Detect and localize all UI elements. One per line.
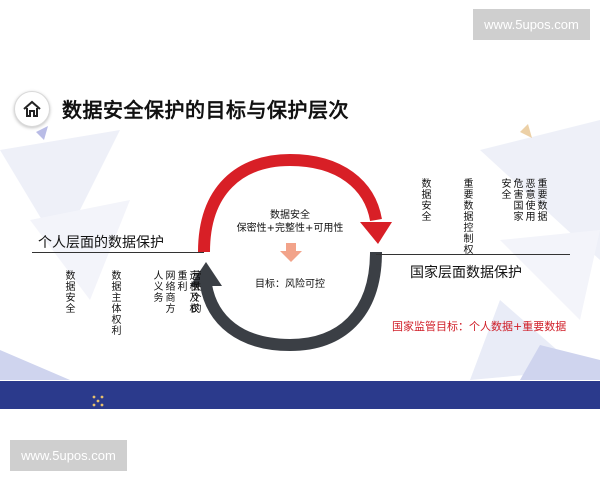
home-button[interactable]: [14, 91, 50, 127]
dark-cycle-arrow: [200, 251, 382, 352]
dark-arrowhead: [190, 262, 222, 286]
national-item-2: 重要数据控制权: [461, 178, 472, 255]
red-cycle-arrow: [198, 153, 382, 253]
national-heading: 国家层面数据保护: [410, 265, 522, 281]
national-item-1: 数据安全: [419, 178, 430, 222]
pink-arrow-stem: [286, 243, 296, 251]
pink-arrow-head: [280, 251, 302, 262]
dots-decoration: [92, 395, 104, 407]
red-arrowhead: [360, 222, 392, 244]
watermark-bottom: www.5upos.com: [10, 440, 127, 471]
watermark-top: www.5upos.com: [473, 9, 590, 40]
personal-item-5: 营关个的: [189, 270, 200, 314]
national-item-3: 重要数据恶意使用危害国家安全: [499, 178, 546, 222]
bottom-band: [0, 381, 600, 409]
personal-heading: 个人层面的数据保护: [38, 235, 164, 251]
personal-item-3: 网络商方人义务: [151, 270, 174, 314]
home-icon: [23, 100, 41, 117]
cycle-top-line1: 数据安全: [270, 210, 310, 221]
personal-item-1: 数据安全: [63, 270, 74, 314]
cycle-goal: 目标：风险可控: [255, 279, 325, 290]
cycle-top-line2: 保密性+完整性+可用性: [236, 223, 344, 234]
national-regulation-note: 国家监管目标：个人数据+重要数据: [392, 320, 567, 333]
page-title: 数据安全保护的目标与保护层次: [62, 98, 349, 122]
personal-item-2: 数据主体权利: [109, 270, 120, 336]
personal-item-4: 运相及权重利: [175, 270, 198, 314]
personal-divider-line: [32, 252, 204, 253]
national-divider-line: [376, 254, 570, 255]
